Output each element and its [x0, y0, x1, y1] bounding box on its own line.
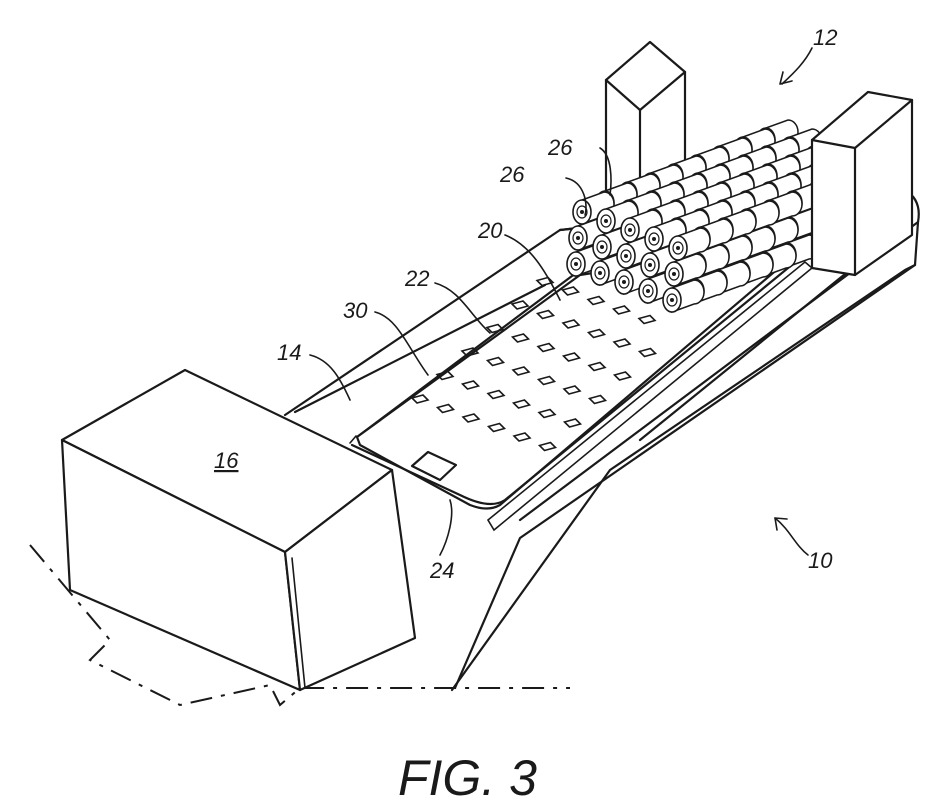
- label-26-upper: 26: [547, 135, 573, 160]
- label-30: 30: [343, 298, 368, 323]
- label-26-lower: 26: [499, 162, 525, 187]
- label-20: 20: [477, 218, 503, 243]
- label-24: 24: [429, 558, 454, 583]
- label-12: 12: [813, 25, 837, 50]
- tower-front: [812, 92, 912, 275]
- label-10: 10: [808, 548, 833, 573]
- label-14: 14: [277, 340, 301, 365]
- box-structure: [62, 370, 415, 690]
- label-16: 16: [214, 448, 239, 473]
- figure-caption: FIG. 3: [398, 750, 537, 806]
- label-22: 22: [404, 266, 429, 291]
- cradle-slot: [512, 301, 528, 309]
